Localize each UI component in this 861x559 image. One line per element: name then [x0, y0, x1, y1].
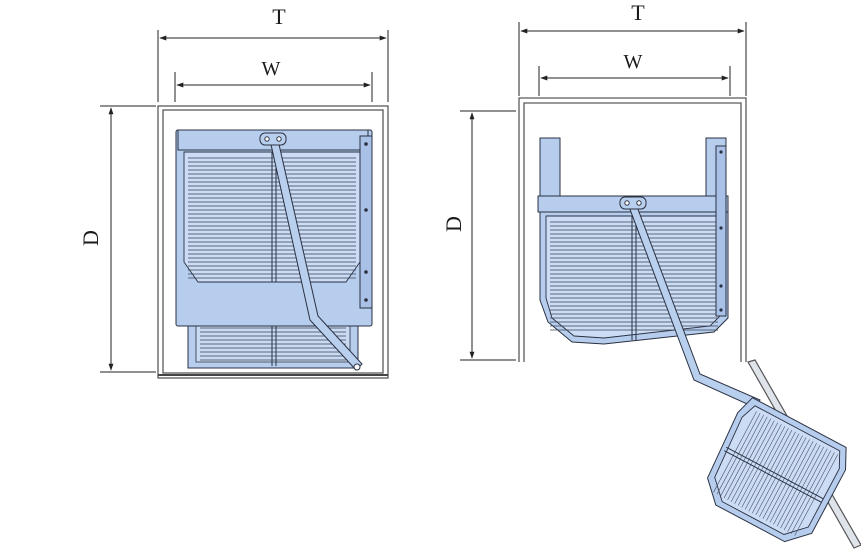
- dimension-label-d: D: [441, 216, 466, 232]
- cabinet-outline-left: [157, 105, 389, 379]
- dimension-t-right: T: [518, 0, 747, 96]
- dimension-w-left: W: [174, 58, 373, 102]
- dimension-w-right: W: [538, 51, 731, 96]
- dimension-label-w: W: [262, 58, 281, 80]
- dimension-d-left: D: [78, 105, 156, 373]
- swing-arm-left: [259, 132, 363, 371]
- inner-basket-right: [537, 137, 729, 345]
- dimension-label-t: T: [272, 4, 286, 29]
- swing-arm-right: [619, 196, 761, 409]
- dimension-label-d: D: [78, 230, 103, 246]
- dimension-label-w: W: [624, 51, 643, 73]
- dimension-t-left: T: [157, 4, 389, 102]
- dimension-d-right: D: [441, 110, 516, 361]
- dimension-label-t: T: [631, 0, 645, 25]
- opened-view: T W D: [441, 0, 861, 549]
- outer-basket-right: [707, 397, 847, 543]
- upper-basket-left: [175, 129, 373, 327]
- closed-view: T W D: [78, 4, 389, 379]
